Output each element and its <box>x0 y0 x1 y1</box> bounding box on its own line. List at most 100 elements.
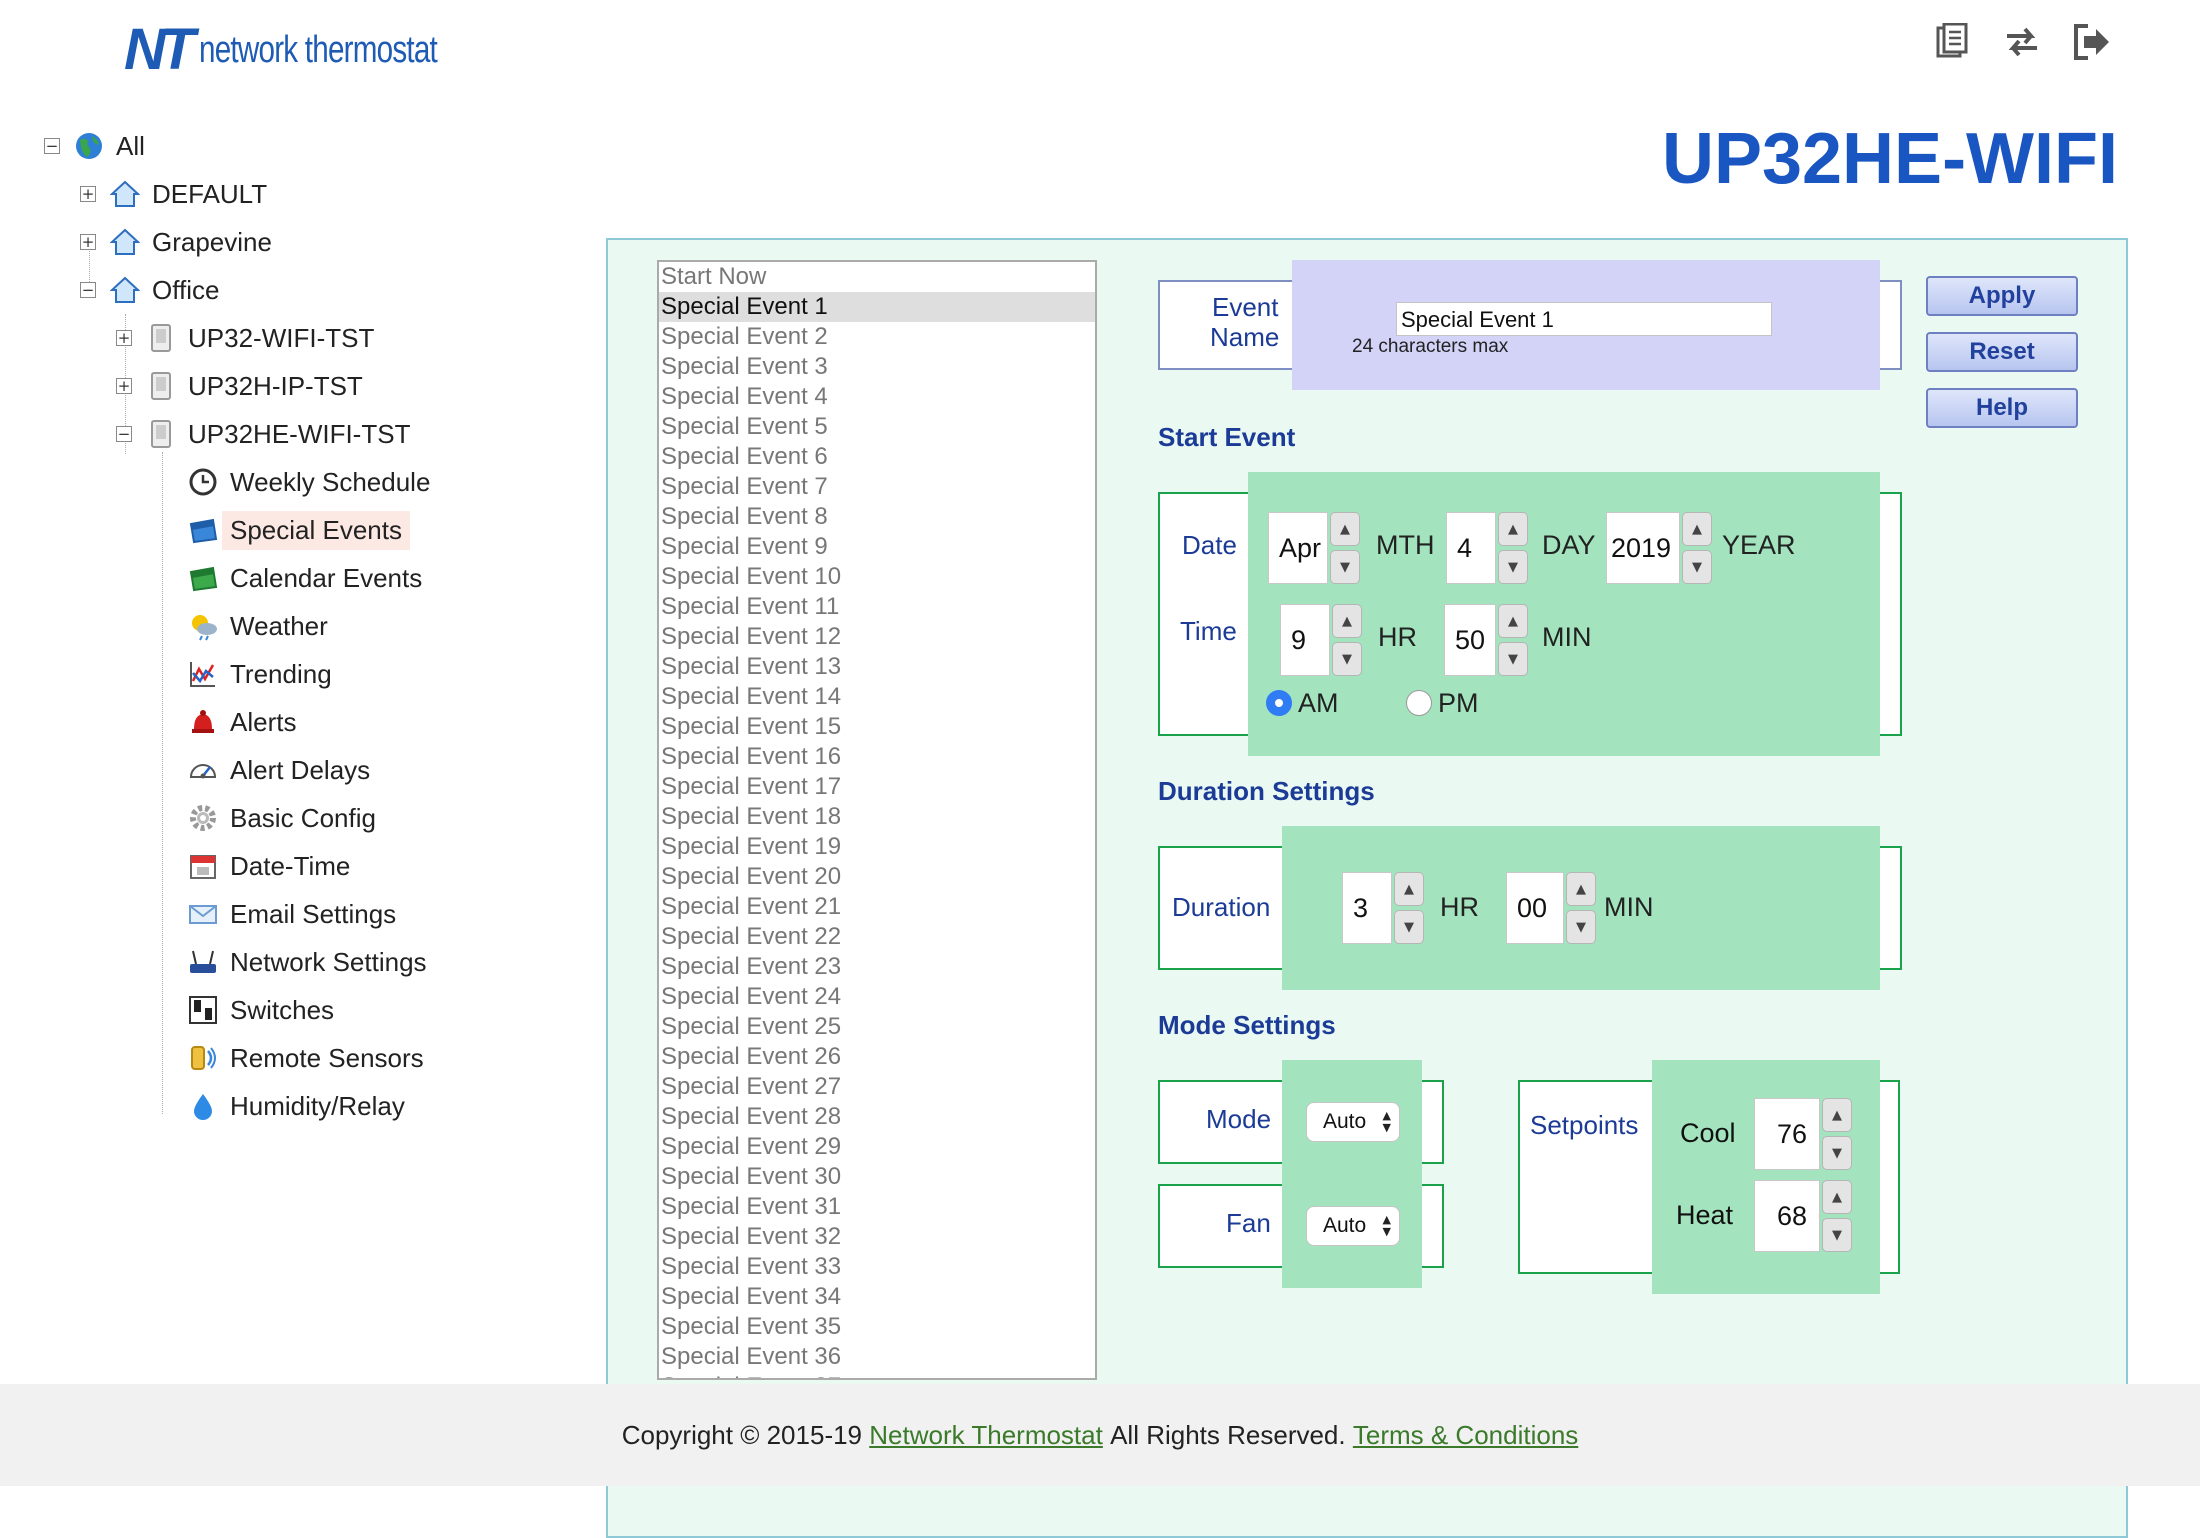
spin-up-icon[interactable]: ▲ <box>1566 872 1596 906</box>
spin-down-icon[interactable]: ▼ <box>1498 550 1528 584</box>
tree-device-up32-wifi-tst[interactable]: + UP32-WIFI-TST <box>116 318 374 358</box>
month-value[interactable]: Apr <box>1268 512 1328 584</box>
event-list-item-start-now[interactable]: Start Now <box>661 263 767 290</box>
menu-special-events[interactable]: Special Events <box>188 510 410 550</box>
spin-down-icon[interactable]: ▼ <box>1330 550 1360 584</box>
event-list-item[interactable]: Special Event 28 <box>661 1103 842 1130</box>
reset-button[interactable]: Reset <box>1926 332 2078 372</box>
event-list-item[interactable]: Special Event 22 <box>661 923 842 950</box>
event-list-item[interactable]: Special Event 36 <box>661 1343 842 1370</box>
event-list-item[interactable]: Special Event 8 <box>661 503 828 530</box>
heat-value[interactable]: 68 <box>1754 1180 1820 1252</box>
duration-hour-value[interactable]: 3 <box>1342 872 1392 944</box>
expand-icon[interactable]: + <box>116 377 132 395</box>
event-list-item[interactable]: Special Event 17 <box>661 773 842 800</box>
menu-date-time[interactable]: Date-Time <box>188 846 350 886</box>
tree-root-all[interactable]: − All <box>44 126 145 166</box>
event-list-item[interactable]: Special Event 26 <box>661 1043 842 1070</box>
event-list-item[interactable]: Special Event 29 <box>661 1133 842 1160</box>
spin-down-icon[interactable]: ▼ <box>1822 1218 1852 1252</box>
spin-down-icon[interactable]: ▼ <box>1566 910 1596 944</box>
event-list-item[interactable]: Special Event 4 <box>661 383 828 410</box>
menu-alert-delays[interactable]: Alert Delays <box>188 750 370 790</box>
terms-link[interactable]: Terms & Conditions <box>1352 1419 1579 1450</box>
duration-minute-spinner[interactable]: 00 ▲ ▼ <box>1506 872 1596 944</box>
event-list-item[interactable]: Special Event 37 <box>659 1372 1095 1378</box>
tree-group-default[interactable]: + DEFAULT <box>80 174 267 214</box>
am-radio[interactable] <box>1266 690 1292 716</box>
expand-icon[interactable]: + <box>80 185 96 203</box>
event-list-item[interactable]: Special Event 6 <box>661 443 828 470</box>
spin-down-icon[interactable]: ▼ <box>1332 642 1362 676</box>
spin-down-icon[interactable]: ▼ <box>1822 1136 1852 1170</box>
spin-up-icon[interactable]: ▲ <box>1330 512 1360 546</box>
spin-up-icon[interactable]: ▲ <box>1498 604 1528 638</box>
mode-select[interactable]: Auto ▲▼ <box>1306 1102 1400 1142</box>
menu-alerts[interactable]: Alerts <box>188 702 296 742</box>
hour-spinner[interactable]: 9 ▲▼ <box>1280 604 1362 676</box>
minute-spinner[interactable]: 50 ▲ ▼ <box>1444 604 1528 676</box>
menu-weekly-schedule[interactable]: Weekly Schedule <box>188 462 430 502</box>
expand-icon[interactable]: + <box>116 329 132 347</box>
collapse-icon[interactable]: − <box>80 281 96 299</box>
document-icon[interactable] <box>1930 20 1974 64</box>
event-list-item[interactable]: Special Event 19 <box>661 833 842 860</box>
event-list-item[interactable]: Special Event 3 <box>661 353 828 380</box>
menu-basic-config[interactable]: Basic Config <box>188 798 376 838</box>
spin-down-icon[interactable]: ▼ <box>1498 642 1528 676</box>
tree-device-up32h-ip-tst[interactable]: + UP32H-IP-TST <box>116 366 363 406</box>
event-list-item[interactable]: Special Event 1 <box>659 292 1095 322</box>
event-list-item[interactable]: Special Event 15 <box>661 713 842 740</box>
logout-icon[interactable] <box>2070 20 2114 64</box>
month-spinner[interactable]: Apr ▲ ▼ <box>1268 512 1360 584</box>
pm-radio[interactable] <box>1406 690 1432 716</box>
spin-up-icon[interactable]: ▲ <box>1822 1098 1852 1132</box>
event-list-item[interactable]: Special Event 21 <box>661 893 842 920</box>
event-list-item[interactable]: Special Event 33 <box>661 1253 842 1280</box>
spin-down-icon[interactable]: ▼ <box>1682 550 1712 584</box>
menu-calendar-events[interactable]: Calendar Events <box>188 558 422 598</box>
event-list-item[interactable]: Special Event 20 <box>661 863 842 890</box>
event-list-item[interactable]: Special Event 32 <box>661 1223 842 1250</box>
event-list-item[interactable]: Special Event 34 <box>661 1283 842 1310</box>
menu-switches[interactable]: Switches <box>188 990 334 1030</box>
event-list-item[interactable]: Special Event 11 <box>661 593 840 620</box>
event-list-item[interactable]: Special Event 16 <box>661 743 842 770</box>
menu-network-settings[interactable]: Network Settings <box>188 942 427 982</box>
event-list-item[interactable]: Special Event 31 <box>661 1193 842 1220</box>
event-list-item[interactable]: Special Event 12 <box>661 623 842 650</box>
fan-select[interactable]: Auto ▲▼ <box>1306 1206 1400 1246</box>
event-list-item[interactable]: Special Event 7 <box>661 473 828 500</box>
menu-weather[interactable]: Weather <box>188 606 328 646</box>
event-list-item[interactable]: Special Event 27 <box>661 1073 842 1100</box>
spin-up-icon[interactable]: ▲ <box>1822 1180 1852 1214</box>
event-list-item[interactable]: Special Event 9 <box>661 533 828 560</box>
tree-group-office[interactable]: − Office <box>80 270 219 310</box>
menu-trending[interactable]: Trending <box>188 654 332 694</box>
spin-up-icon[interactable]: ▲ <box>1498 512 1528 546</box>
menu-email-settings[interactable]: Email Settings <box>188 894 396 934</box>
day-spinner[interactable]: 4 ▲ ▼ <box>1446 512 1528 584</box>
spin-up-icon[interactable]: ▲ <box>1394 872 1424 906</box>
spin-up-icon[interactable]: ▲ <box>1332 604 1362 638</box>
collapse-icon[interactable]: − <box>116 425 132 443</box>
event-list-item[interactable]: Special Event 2 <box>661 323 828 350</box>
event-list-item[interactable]: Special Event 25 <box>661 1013 842 1040</box>
spin-down-icon[interactable]: ▼ <box>1394 910 1424 944</box>
tree-device-up32he-wifi-tst[interactable]: − UP32HE-WIFI-TST <box>116 414 410 454</box>
heat-spinner[interactable]: 68 ▲ ▼ <box>1754 1180 1852 1252</box>
day-value[interactable]: 4 <box>1446 512 1496 584</box>
minute-value[interactable]: 50 <box>1444 604 1496 676</box>
menu-remote-sensors[interactable]: Remote Sensors <box>188 1038 424 1078</box>
event-list-item[interactable]: Special Event 24 <box>661 983 842 1010</box>
event-list-item[interactable]: Special Event 30 <box>661 1163 842 1190</box>
duration-minute-value[interactable]: 00 <box>1506 872 1564 944</box>
duration-hour-spinner[interactable]: 3 ▲ ▼ <box>1342 872 1424 944</box>
event-list-item[interactable]: Special Event 13 <box>661 653 842 680</box>
event-list-item[interactable]: Special Event 14 <box>661 683 842 710</box>
collapse-icon[interactable]: − <box>44 137 60 155</box>
event-list-item[interactable]: Special Event 5 <box>661 413 828 440</box>
event-name-input[interactable]: Special Event 1 <box>1396 302 1772 336</box>
tree-group-grapevine[interactable]: + Grapevine <box>80 222 272 262</box>
